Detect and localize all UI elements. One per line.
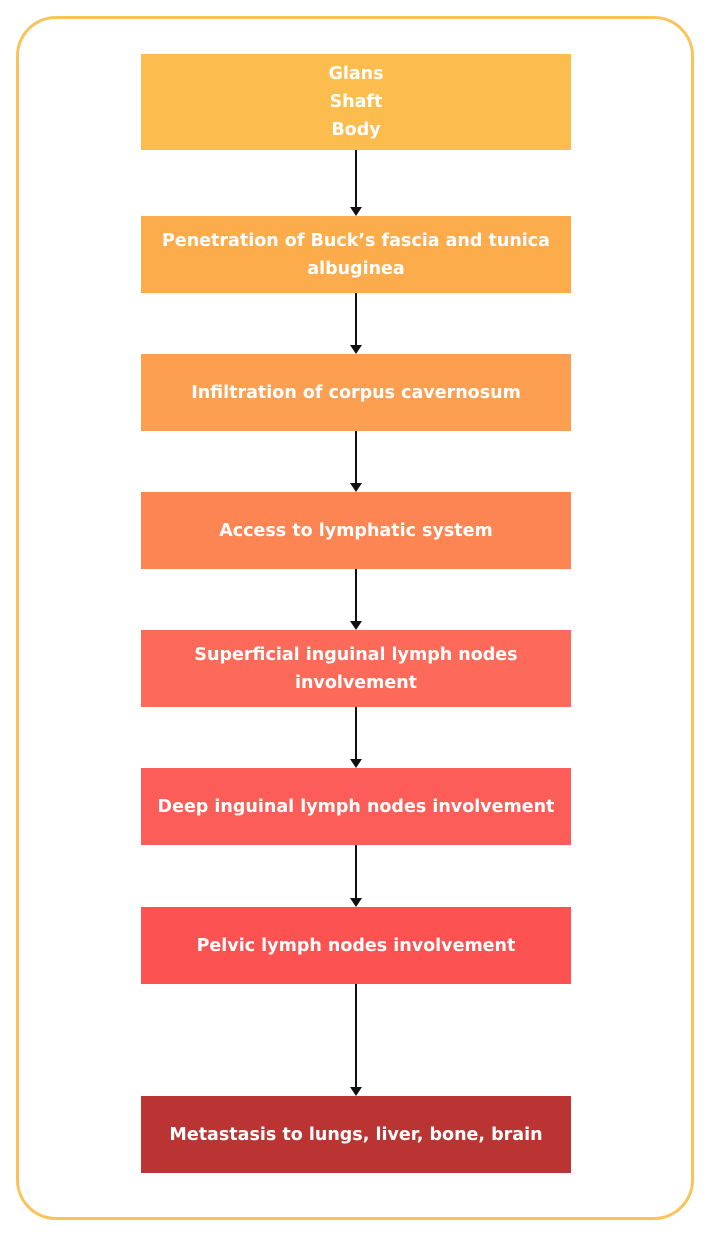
- flow-arrow-4: [350, 569, 362, 630]
- step-origin-line-shaft: Shaft: [329, 92, 383, 112]
- step-deep-nodes-box: Deep inguinal lymph nodes involvement: [141, 768, 571, 845]
- step-infiltration-box: Infiltration of corpus cavernosum: [141, 354, 571, 431]
- step-metastasis-label: Metastasis to lungs, liver, bone, brain: [169, 1124, 543, 1145]
- step-lymphatic-access-label: Access to lymphatic system: [219, 520, 493, 541]
- step-penetration-label: Penetration of Buck’s fascia and tunica …: [162, 230, 550, 279]
- step-pelvic-nodes-box: Pelvic lymph nodes involvement: [141, 907, 571, 984]
- flow-arrow-1: [350, 150, 362, 216]
- flow-arrow-3: [350, 431, 362, 492]
- step-origin-line-glans: Glans: [328, 64, 384, 84]
- flow-arrow-5: [350, 707, 362, 768]
- flow-arrow-2: [350, 293, 362, 354]
- step-infiltration-label: Infiltration of corpus cavernosum: [191, 382, 521, 403]
- step-origin-line-body: Body: [331, 120, 381, 140]
- step-superficial-nodes-box: Superficial inguinal lymph nodes involve…: [141, 630, 571, 707]
- step-superficial-nodes-label: Superficial inguinal lymph nodes involve…: [194, 644, 518, 693]
- step-deep-nodes-label: Deep inguinal lymph nodes involvement: [157, 796, 555, 817]
- step-penetration-box: Penetration of Buck’s fascia and tunica …: [141, 216, 571, 293]
- flow-arrow-6: [350, 845, 362, 907]
- step-metastasis-box: Metastasis to lungs, liver, bone, brain: [141, 1096, 571, 1173]
- step-pelvic-nodes-label: Pelvic lymph nodes involvement: [196, 935, 516, 956]
- step-origin-box: Glans Shaft Body: [141, 54, 571, 150]
- flow-arrow-7: [350, 984, 362, 1096]
- step-lymphatic-access-box: Access to lymphatic system: [141, 492, 571, 569]
